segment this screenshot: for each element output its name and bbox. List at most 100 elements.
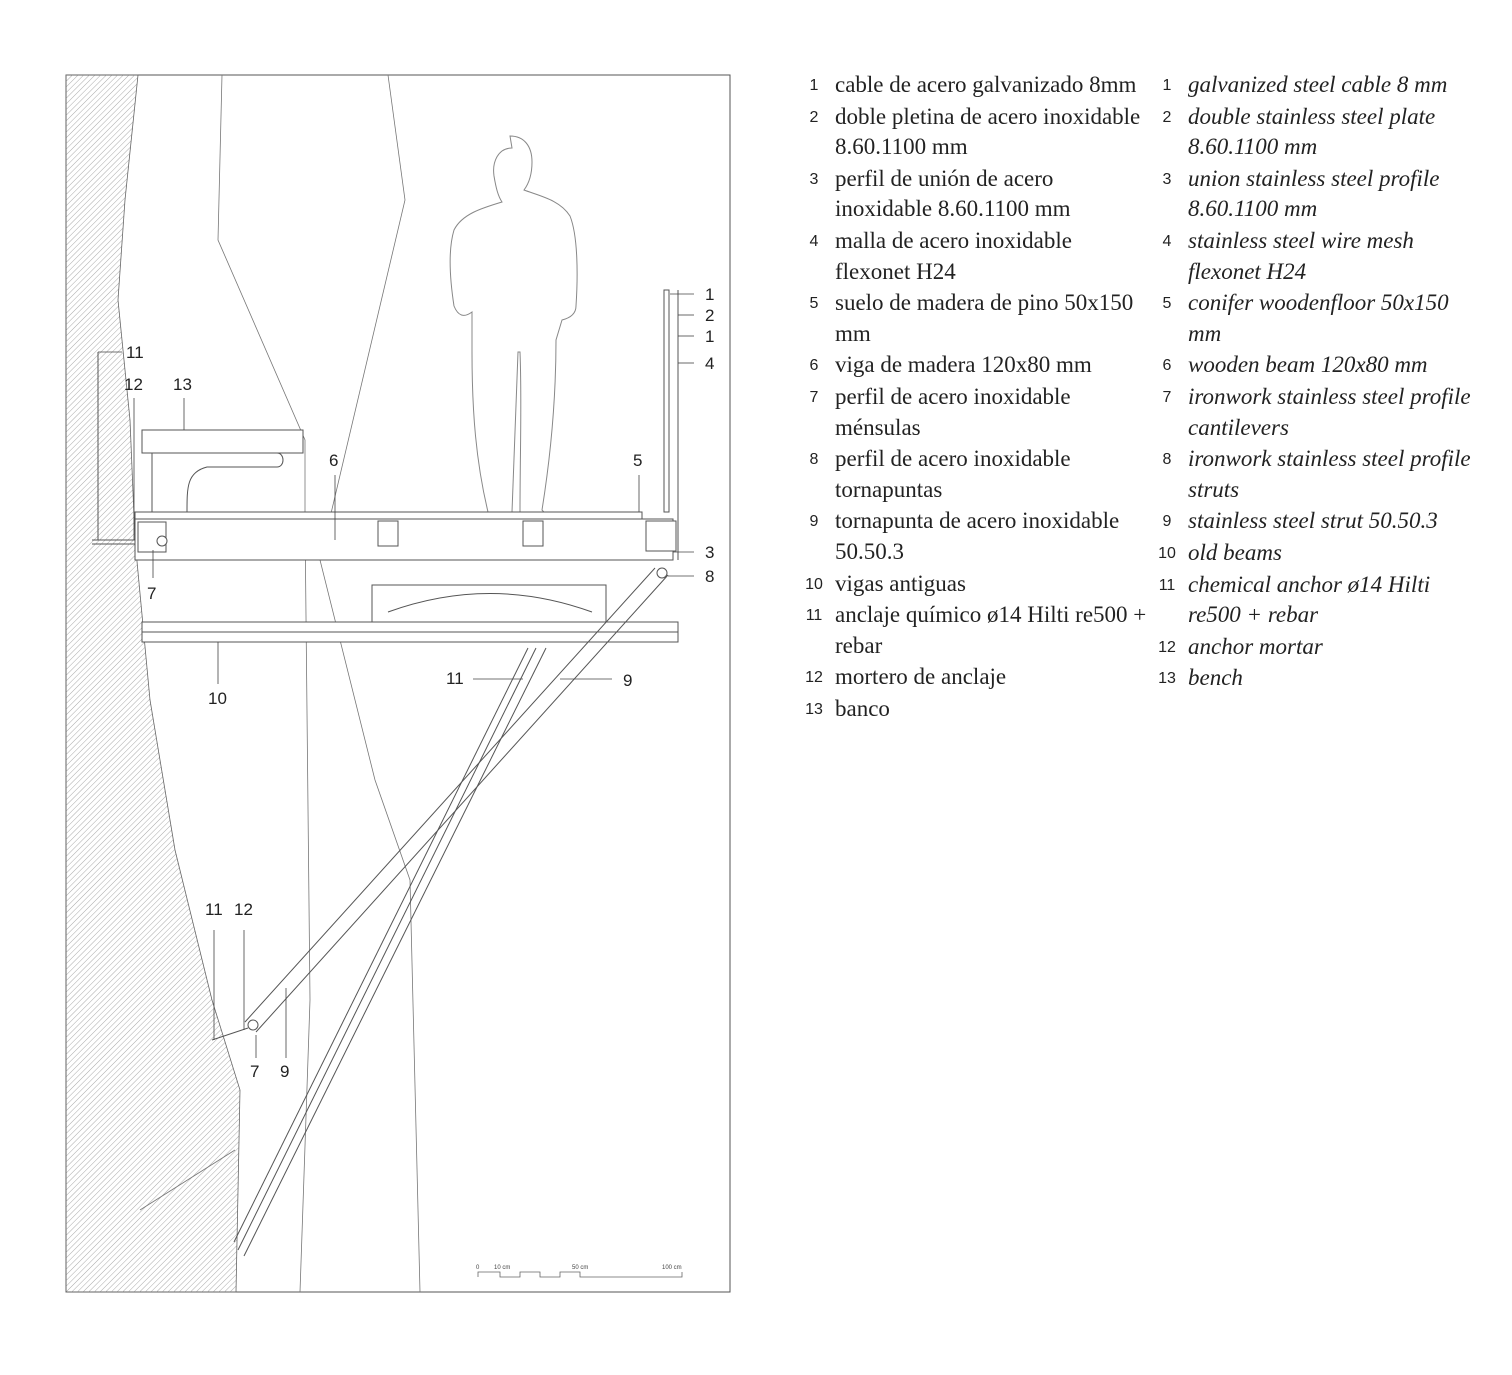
legend-item: 4 stainless steel wire mesh flexonet H24 (1146, 226, 1486, 287)
legend-item: 1 galvanized steel cable 8 mm (1146, 70, 1486, 101)
legend-number: 13 (805, 700, 823, 718)
legend-item: 9 stainless steel strut 50.50.3 (1146, 506, 1486, 537)
legend-number: 9 (1162, 513, 1172, 531)
legend-item: 10 vigas antiguas (793, 569, 1153, 600)
callout-11: 11 (205, 900, 223, 919)
legend-text: anclaje químico ø14 Hilti re500 + rebar (835, 602, 1147, 658)
callout-8: 8 (705, 567, 714, 586)
legend-text: wooden beam 120x80 mm (1188, 352, 1428, 378)
legend-number: 11 (1158, 576, 1176, 594)
struts (97, 352, 669, 1257)
legend-number: 4 (1162, 232, 1172, 250)
leader-lines (98, 293, 694, 1058)
legend-item: 3 union stainless steel profile 8.60.1100… (1146, 164, 1486, 225)
legend-text: cable de acero galvanizado 8mm (835, 72, 1137, 97)
legend-english: 1 galvanized steel cable 8 mm 2 double stai… (1146, 70, 1486, 695)
legend-item: 5 conifer woodenfloor 50x150 mm (1146, 288, 1486, 349)
legend-text: stainless steel wire mesh flexonet H24 (1188, 227, 1414, 284)
callout-7: 7 (147, 584, 156, 603)
legend-item: 1 cable de acero galvanizado 8mm (793, 70, 1153, 101)
legend-text: suelo de madera de pino 50x150 mm (835, 290, 1134, 346)
callout-12: 12 (124, 375, 143, 394)
callout-1: 1 (705, 327, 714, 346)
legend-item: 3 perfil de unión de acero inoxidable 8.6… (793, 164, 1153, 225)
legend-text: ironwork stainless steel profile struts (1188, 446, 1471, 502)
legend-number: 6 (1162, 357, 1172, 375)
legend-item: 2 doble pletina de acero inoxidable 8.60.… (793, 102, 1153, 163)
legend-text: vigas antiguas (835, 570, 966, 596)
legend-number: 13 (1158, 670, 1176, 688)
human-silhouette (449, 135, 578, 523)
legend-item: 7 perfil de acero inoxidable ménsulas (793, 382, 1153, 443)
legend-number: 11 (805, 607, 823, 625)
legend-text: stainless steel strut 50.50.3 (1188, 508, 1438, 534)
legend-number: 8 (1162, 451, 1172, 469)
callout-3: 3 (705, 543, 714, 562)
legend-item: 9 tornapunta de acero inoxidable 50.50.3 (793, 506, 1153, 567)
legend-number: 2 (1162, 108, 1172, 126)
legend-item: 11 chemical anchor ø14 Hilti re500 + reba… (1146, 570, 1486, 631)
legend-number: 4 (809, 232, 819, 250)
callout-7: 7 (250, 1062, 259, 1081)
legend-text: perfil de acero inoxidable tornapuntas (835, 446, 1071, 502)
legend-text: perfil de acero inoxidable ménsulas (835, 383, 1071, 440)
legend-text: conifer woodenfloor 50x150 mm (1188, 290, 1449, 346)
scale-bar: 0 10 cm 50 cm 100 cm (476, 1265, 683, 1278)
legend-number: 3 (1162, 170, 1172, 188)
legend-item: 8 ironwork stainless steel profile struts (1146, 444, 1486, 505)
legend-text: anchor mortar (1188, 633, 1323, 659)
legend-number: 5 (1162, 295, 1172, 313)
legend-item: 13 banco (793, 694, 1153, 725)
legend-number: 12 (1158, 638, 1176, 656)
legend-text: doble pletina de acero inoxidable 8.60.1… (835, 103, 1141, 160)
callout-9: 9 (280, 1062, 289, 1081)
legend-text: mortero de anclaje (835, 664, 1007, 690)
callout-1: 1 (705, 285, 714, 304)
legend-item: 7 ironwork stainless steel profile cantil… (1146, 382, 1486, 443)
cave-contours (139, 74, 421, 1293)
legend-item: 13 bench (1146, 663, 1486, 694)
callout-2: 2 (705, 306, 714, 325)
callout-11: 11 (126, 343, 144, 362)
legend-item: 10 old beams (1146, 538, 1486, 569)
rock-wall (65, 74, 241, 1293)
legend-text: tornapunta de acero inoxidable 50.50.3 (835, 508, 1120, 564)
legend-text: ironwork stainless steel profile cantile… (1188, 383, 1471, 440)
scale-tick-100: 100 cm (662, 1265, 682, 1271)
legend-text: chemical anchor ø14 Hilti re500 + rebar (1188, 571, 1431, 628)
scale-tick-0: 0 (476, 1265, 480, 1271)
legend-number: 10 (805, 575, 823, 593)
legend-text: union stainless steel profile 8.60.1100 … (1188, 165, 1440, 222)
legend-number: 2 (809, 108, 819, 126)
legend-number: 1 (809, 77, 819, 94)
legend-item: 2 double stainless steel plate 8.60.1100 … (1146, 102, 1486, 163)
legend-number: 10 (1158, 544, 1176, 562)
callout-6: 6 (329, 451, 338, 470)
callout-4: 4 (705, 354, 714, 373)
legend-text: viga de madera 120x80 mm (835, 352, 1092, 378)
legend-number: 7 (1162, 388, 1172, 406)
legend-text: double stainless steel plate 8.60.1100 m… (1188, 103, 1436, 160)
legend-number: 3 (809, 170, 819, 188)
legend-number: 9 (809, 513, 819, 531)
legend-number: 1 (1162, 77, 1172, 94)
callout-5: 5 (633, 451, 642, 470)
legend-text: banco (835, 695, 890, 721)
scale-tick-50: 50 cm (572, 1265, 588, 1271)
legend-number: 6 (809, 357, 819, 375)
scale-tick-10: 10 cm (494, 1265, 510, 1271)
legend-text: perfil de unión de acero inoxidable 8.60… (835, 165, 1071, 222)
legend-text: old beams (1188, 539, 1282, 565)
legend-number: 12 (805, 669, 823, 687)
legend-item: 12 anchor mortar (1146, 632, 1486, 663)
legend-number: 7 (809, 388, 819, 406)
legend-text: bench (1188, 665, 1243, 691)
legend-spanish: 1 cable de acero galvanizado 8mm 2 doble pl… (793, 70, 1153, 725)
platform (92, 289, 679, 643)
legend-item: 6 viga de madera 120x80 mm (793, 350, 1153, 381)
legend-text: galvanized steel cable 8 mm (1188, 72, 1448, 97)
